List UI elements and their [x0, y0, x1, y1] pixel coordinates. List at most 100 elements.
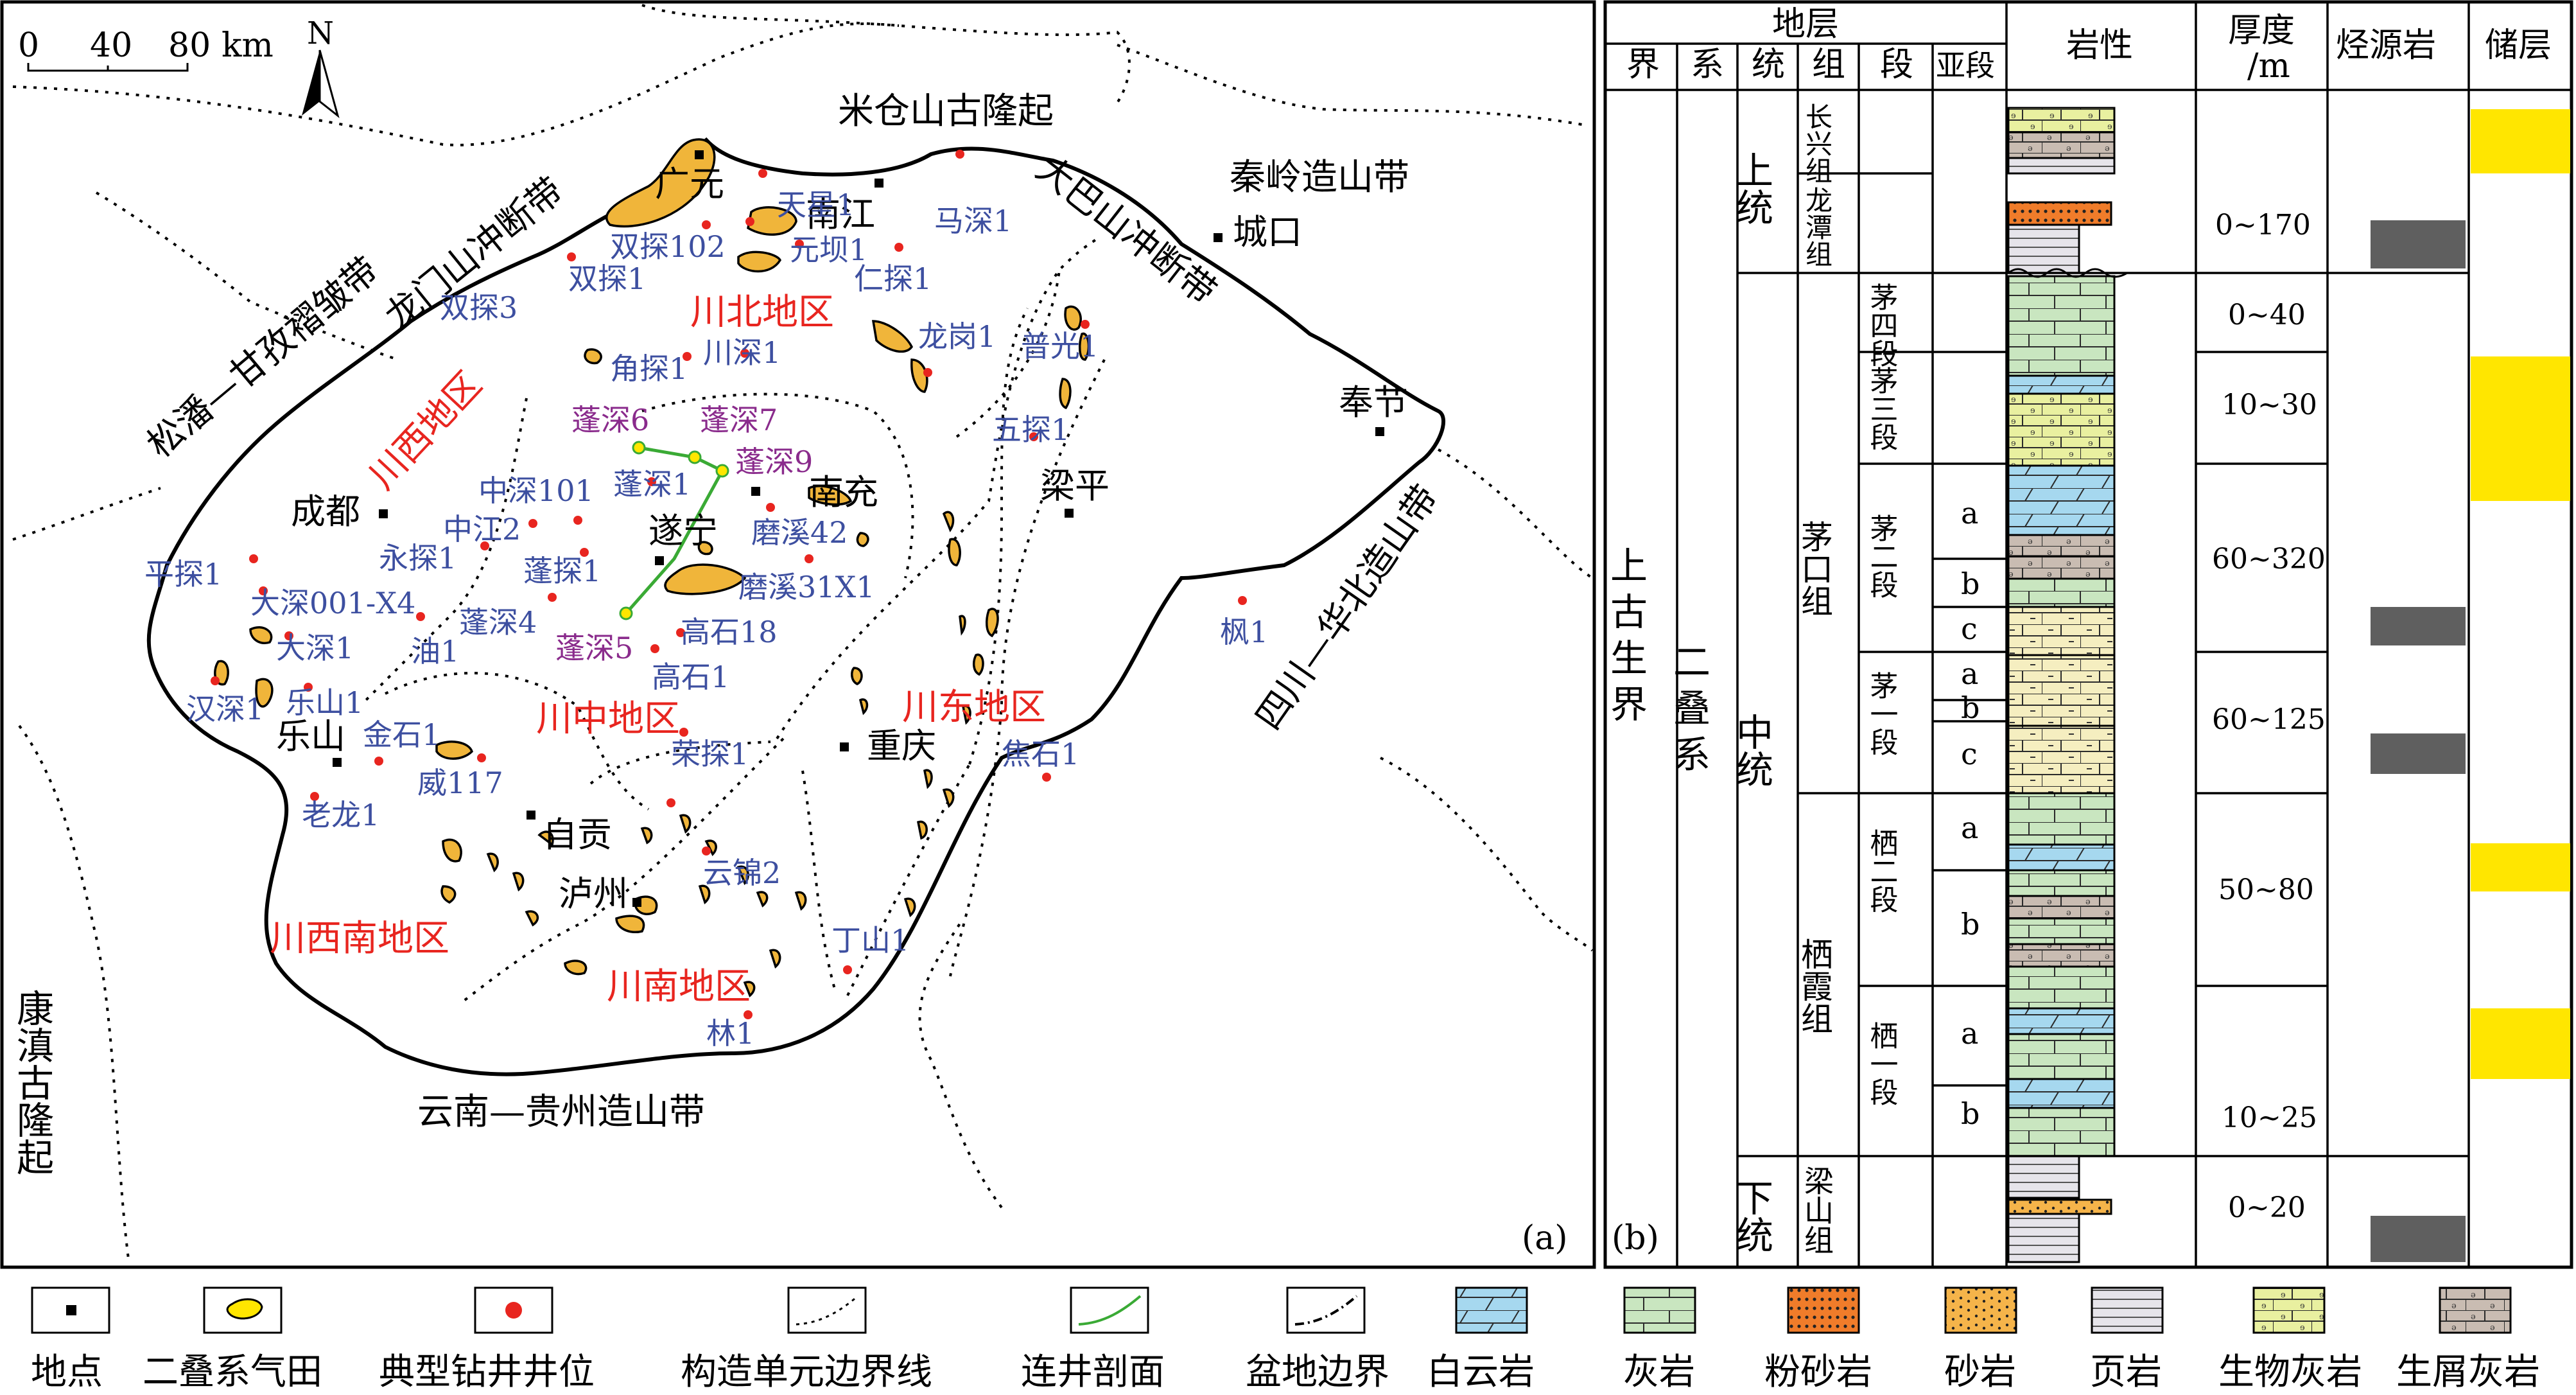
header-submember: 亚段 [1936, 48, 1995, 83]
well-labels: 天星1 马深1 双探102 元坝1 双探1 仁探1 双探3 龙岗1 普光1 角探… [144, 188, 1268, 1051]
header-erathem: 界 [1626, 46, 1660, 84]
scale-tick-0: 0 [18, 26, 39, 65]
legend-item-well: 典型钻井井位 [379, 1286, 595, 1393]
well-label-pengshen5: 蓬深5 [555, 631, 633, 665]
column-units: 上古生界 二叠系 上统 中统 下统 [1604, 151, 1773, 1253]
svg-text:页岩: 页岩 [2090, 1351, 2162, 1392]
svg-text:生屑灰岩: 生屑灰岩 [2396, 1351, 2540, 1392]
well-label-laolong1: 老龙1 [302, 798, 379, 832]
header-formation: 组 [1812, 46, 1845, 84]
well-label-puguang1: 普光1 [1021, 329, 1099, 364]
member-labels: 茅四段 茅三段 茅二段 茅一段 栖二段 栖一段 [1865, 283, 1898, 1106]
well-label-dashen001x4: 大深001-X4 [250, 586, 415, 620]
thickness-1: 0~40 [2228, 299, 2306, 331]
region-chuanzhong: 川中地区 [536, 698, 680, 740]
legend-item-sandstone: 砂岩 [1944, 1286, 2017, 1393]
city-fengjie: 奉节 [1339, 382, 1408, 423]
city-nanjiang: 南江 [806, 194, 875, 234]
city-chengdu: 成都 [291, 491, 360, 532]
svg-text:典型钻井井位: 典型钻井井位 [379, 1351, 595, 1392]
well-label-you1: 油1 [411, 634, 459, 669]
well-label-leshan1: 乐山1 [286, 685, 363, 720]
thickness-4: 60~125 [2212, 703, 2326, 736]
svg-text:粉砂岩: 粉砂岩 [1764, 1351, 1872, 1392]
region-chuanxinan: 川西南地区 [270, 918, 449, 960]
thickness-0: 0~170 [2215, 209, 2311, 241]
series-upper: 上统 [1730, 151, 1773, 225]
thickness-6: 10~25 [2222, 1101, 2317, 1134]
well-label-gaoshi18: 高石18 [681, 615, 778, 649]
submember-qi1-a: a [1961, 1016, 1978, 1051]
profile-well-labels: 蓬深6 蓬深7 蓬深9 蓬深5 [555, 403, 813, 665]
svg-text:构造单元边界线: 构造单元边界线 [681, 1351, 932, 1392]
label-qinling: 秦岭造山带 [1230, 157, 1409, 198]
submember-mao2-c: c [1961, 611, 1978, 646]
header-thickness: 厚度 [2228, 12, 2295, 50]
well-label-yuanba1: 元坝1 [790, 232, 867, 267]
city-suining: 遂宁 [648, 511, 718, 551]
legend-item-dolomite: 白云岩 [1427, 1286, 1535, 1393]
svg-text:地点: 地点 [31, 1351, 103, 1392]
member-qi2: 栖二段 [1865, 829, 1898, 913]
label-kangdian: 康滇古隆起 [10, 989, 54, 1175]
thickness-labels: 0~170 0~40 10~30 60~320 60~125 50~80 10~… [2212, 209, 2326, 1224]
well-label-moxi31x1: 磨溪31X1 [738, 570, 875, 604]
well-label-zhongjiang2: 中江2 [443, 512, 521, 547]
submember-mao1-b: b [1961, 690, 1980, 725]
legend-item-shale: 页岩 [2090, 1286, 2164, 1393]
panel-label-a: (a) [1522, 1219, 1568, 1258]
well-label-jinshi1: 金石1 [363, 717, 440, 752]
svg-text:灰岩: 灰岩 [1623, 1351, 1695, 1392]
legend-item-gas-field: 二叠系气田 [143, 1286, 322, 1393]
region-chuanbei: 川北地区 [690, 292, 834, 333]
thickness-7: 0~20 [2228, 1191, 2306, 1224]
well-label-pengshen4: 蓬深4 [459, 605, 537, 640]
well-label-dashen1: 大深1 [276, 631, 354, 665]
submember-qi1-b: b [1961, 1096, 1980, 1131]
scale-tick-80: 80 [168, 26, 211, 65]
era-label: 上古生界 [1604, 546, 1648, 731]
source-rock-bars [2371, 220, 2466, 1262]
column-panel: 地层 界 系 统 组 段 亚段 岩性 厚度 /m 烃源岩 储层 上古生界 二叠系… [1603, 0, 2573, 1269]
well-label-jiaoshi1: 焦石1 [1002, 737, 1079, 771]
svg-text:连井剖面: 连井剖面 [1021, 1351, 1165, 1392]
svg-text:生物灰岩: 生物灰岩 [2218, 1351, 2362, 1392]
formation-qixia: 栖霞组 [1796, 938, 1833, 1034]
well-dots [211, 150, 1247, 1019]
member-mao3: 茅三段 [1865, 366, 1898, 451]
well-label-moxi42: 磨溪42 [751, 515, 848, 550]
scale-tick-40: 40 [90, 26, 132, 65]
formation-changxing: 长兴组 [1802, 103, 1833, 184]
submember-mao1-a: a [1961, 656, 1978, 691]
legend-item-tectonic-line: 构造单元边界线 [681, 1286, 932, 1393]
well-label-yunjin2: 云锦2 [703, 855, 781, 890]
legend-item-profile-line: 连井剖面 [1021, 1286, 1165, 1393]
well-label-wutan1: 五探1 [992, 412, 1070, 447]
series-lower: 下统 [1730, 1179, 1773, 1253]
city-zigong: 自贡 [543, 814, 612, 855]
well-label-pengshen7: 蓬深7 [700, 403, 778, 437]
legend-item-bio-limestone: 生物灰岩 [2218, 1286, 2362, 1393]
header-stratum: 地层 [1772, 5, 1839, 44]
map-panel: 0 40 80 km N [0, 0, 1596, 1269]
column-header: 地层 界 系 统 组 段 亚段 岩性 厚度 /m 烃源岩 储层 [1626, 5, 2552, 85]
well-label-gaoshi1: 高石1 [652, 660, 729, 694]
well-label-zhongshen101: 中深101 [478, 473, 594, 508]
legend-item-city: 地点 [31, 1286, 110, 1393]
header-source-rock: 烃源岩 [2336, 26, 2436, 65]
city-labels: 广元 南江 城口 奉节 成都 南充 梁平 遂宁 乐山 重庆 自贡 泸州 [276, 164, 1408, 914]
label-micangshan: 米仓山古隆起 [838, 91, 1054, 132]
well-label-rongtan1: 荣探1 [671, 737, 749, 771]
well-label-mashen1: 马深1 [934, 204, 1012, 238]
legend-item-basin-boundary: 盆地边界 [1246, 1286, 1389, 1393]
header-series: 统 [1752, 46, 1785, 84]
well-label-feng1: 枫1 [1220, 615, 1268, 649]
thickness-3: 60~320 [2212, 543, 2326, 575]
header-system: 系 [1691, 46, 1724, 84]
member-mao4: 茅四段 [1865, 283, 1898, 367]
well-profile-line [619, 441, 729, 620]
formation-labels: 长兴组 龙潭组 茅口组 栖霞组 梁山组 [1796, 103, 1834, 1254]
well-label-chuanshen1: 川深1 [703, 335, 781, 370]
well-label-shuangtan3: 双探3 [440, 290, 518, 325]
